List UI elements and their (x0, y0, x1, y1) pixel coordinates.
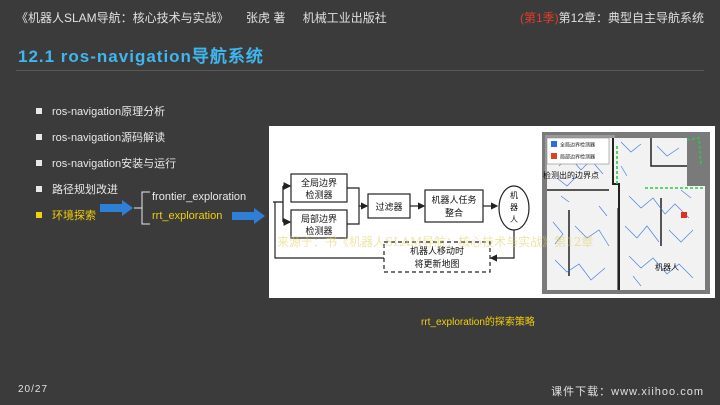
frontier-label: 检测出的边界点 (543, 170, 599, 180)
topic-label: ros-navigation源码解读 (52, 132, 166, 144)
header-right: (第1季)第12章：典型自主导航系统 (520, 9, 704, 26)
page-number: 20/27 (18, 384, 49, 395)
legend-local: 局部边界检测器 (560, 154, 595, 161)
filter-box (367, 193, 411, 219)
global-detector-label-1: 全局边界 (301, 177, 337, 189)
arrow-right-icon (232, 208, 265, 224)
update-label-1: 机器人移动时 (410, 245, 464, 257)
bullet-icon (36, 160, 42, 166)
bullet-icon (36, 186, 42, 192)
update-box (383, 241, 491, 273)
sub-item-frontier[interactable]: frontier_exploration (152, 191, 247, 203)
bullet-icon (36, 134, 42, 140)
local-detector-label-1: 局部边界 (301, 213, 337, 225)
chapter-title: 第12章：典型自主导航系统 (558, 11, 704, 25)
topic-label: ros-navigation安装与运行 (52, 158, 177, 170)
flow-diagram: 全局边界 检测器 局部边界 检测器 过滤器 机器人任务 整合 机 器 人 机器人… (273, 132, 710, 294)
bullet-icon (36, 108, 42, 114)
topic-item[interactable]: 路径规划改进 (36, 176, 176, 202)
publisher: 机械工业出版社 (302, 11, 387, 25)
task-label-1: 机器人任务 (431, 194, 476, 206)
topic-item-active[interactable]: 环境探索 (36, 202, 176, 228)
bracket-icon (134, 191, 150, 225)
task-label-2: 整合 (445, 207, 463, 219)
topic-label: 环境探索 (52, 210, 96, 222)
download-footer[interactable]: 课件下载：www.xiihoo.com (551, 386, 704, 398)
robot-char-1: 机 (510, 190, 518, 200)
topic-label: ros-navigation原理分析 (52, 106, 166, 118)
topic-label: 路径规划改进 (52, 184, 118, 196)
global-detector-label-2: 检测器 (305, 189, 332, 201)
slide-title: 12.1 ros-navigation导航系统 (18, 47, 264, 66)
task-box (424, 189, 484, 223)
topic-item[interactable]: ros-navigation源码解读 (36, 124, 176, 150)
local-detector-label-2: 检测器 (305, 225, 332, 237)
exploration-figure: 全局边界 检测器 局部边界 检测器 过滤器 机器人任务 整合 机 器 人 机器人… (269, 126, 715, 298)
exploration-map: 全局边界检测器 局部边界检测器 检测出的边界点 机器人 (542, 132, 710, 294)
bullet-icon (36, 212, 42, 218)
robot-marker (681, 212, 687, 218)
filter-label: 过滤器 (375, 201, 402, 213)
local-detector-box (290, 209, 348, 239)
book-title: 《机器人SLAM导航：核心技术与实战》 (16, 11, 229, 25)
figure-caption: rrt_exploration的探索策略 (421, 317, 535, 328)
update-label-2: 将更新地图 (414, 258, 459, 270)
header-left: 《机器人SLAM导航：核心技术与实战》 张虎 著 机械工业出版社 (16, 9, 401, 26)
sub-item-rrt[interactable]: rrt_exploration (152, 210, 223, 222)
robot-char-3: 人 (510, 215, 518, 224)
title-divider (16, 70, 704, 71)
legend-global: 全局边界检测器 (560, 142, 595, 149)
series-label: (第1季) (519, 11, 559, 25)
topic-list: ros-navigation原理分析 ros-navigation源码解读 ro… (36, 98, 176, 228)
topic-item[interactable]: ros-navigation安装与运行 (36, 150, 176, 176)
arrow-right-icon (100, 200, 133, 216)
map-legend (546, 137, 610, 165)
robot-label: 机器人 (655, 262, 679, 272)
robot-char-2: 器 (510, 203, 518, 212)
author: 张虎 著 (246, 11, 286, 25)
watermark: 来源于：书《机器人SLAM导航：核心技术与实战》第12章 (277, 234, 593, 249)
topic-item[interactable]: ros-navigation原理分析 (36, 98, 176, 124)
